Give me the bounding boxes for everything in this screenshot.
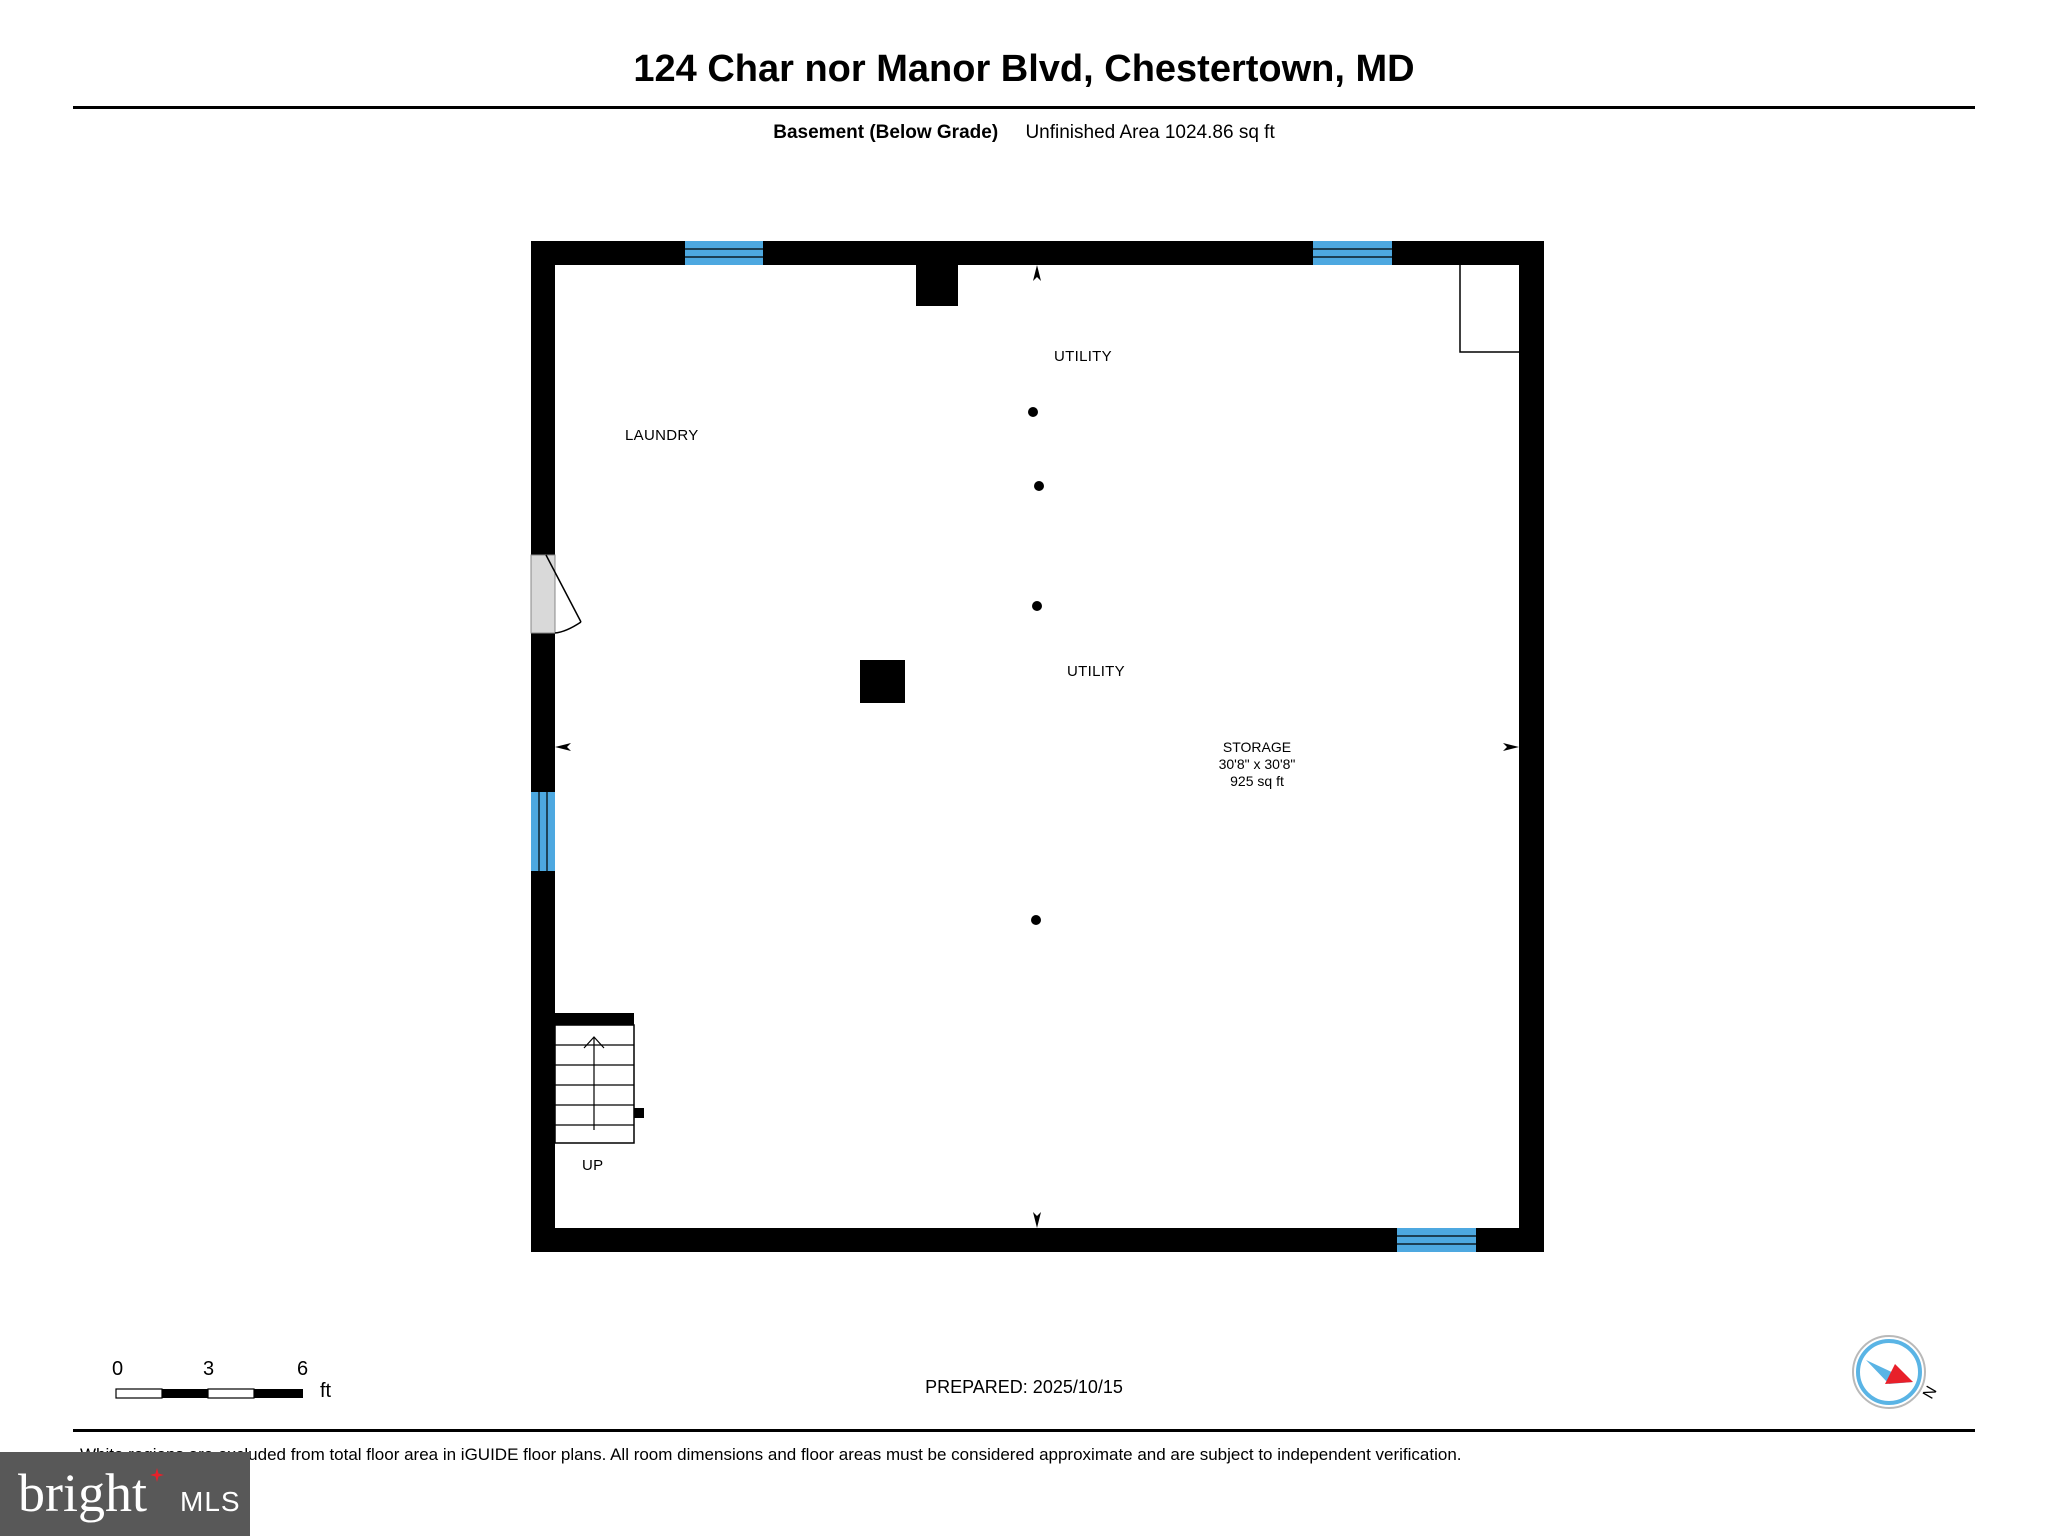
arrow-down — [1033, 1212, 1041, 1228]
post — [1032, 601, 1042, 611]
wall-top — [531, 241, 1544, 265]
window-bottom-right — [1397, 1228, 1476, 1252]
header-rule — [73, 106, 1975, 109]
arrow-up — [1033, 265, 1041, 281]
scale-bar — [115, 1388, 303, 1399]
level-name: Basement (Below Grade) — [773, 122, 999, 143]
post — [1034, 481, 1044, 491]
column-block — [860, 660, 905, 703]
chimney-block — [916, 265, 958, 306]
logo-brand: bright — [18, 1463, 147, 1523]
arrow-left — [555, 743, 571, 751]
door-left — [530, 554, 582, 634]
corner-closet — [1459, 265, 1519, 353]
scale-tick-3: 3 — [203, 1358, 215, 1380]
windows — [531, 241, 1476, 1252]
window-left — [531, 792, 555, 871]
storage-area: 925 sq ft — [1230, 773, 1284, 789]
post — [1031, 915, 1041, 925]
footer-rule — [73, 1429, 1975, 1432]
wall-left — [531, 241, 555, 1252]
plan-subtitle: Basement (Below Grade) Unfinished Area 1… — [0, 122, 2048, 144]
window-top-right — [1313, 241, 1392, 265]
compass-icon — [1852, 1335, 1926, 1409]
room-label-storage: STORAGE 30'8" x 30'8" 925 sq ft — [1157, 739, 1357, 790]
prepared-text: PREPARED: 2025/10/15 — [925, 1377, 1123, 1397]
plan-title: 124 Char nor Manor Blvd, Chestertown, MD — [633, 48, 1415, 90]
exterior-walls — [531, 241, 1544, 1252]
stairs-up-arrow-icon — [583, 1036, 605, 1049]
logo-spark-icon — [150, 1468, 164, 1482]
scale-unit: ft — [320, 1380, 332, 1402]
window-top-left — [685, 241, 763, 265]
room-label-utility-top: UTILITY — [1054, 348, 1112, 365]
wall-right — [1519, 241, 1544, 1252]
logo-suffix: MLS — [180, 1486, 241, 1517]
storage-name: STORAGE — [1222, 739, 1292, 755]
dimension-arrows — [555, 265, 1519, 1228]
disclaimer-text: White regions are excluded from total fl… — [80, 1445, 1462, 1464]
prepared-date: PREPARED: 2025/10/15 — [0, 1377, 2048, 1398]
post — [1028, 407, 1038, 417]
storage-dimensions: 30'8" x 30'8" — [1218, 756, 1296, 772]
scale-tick-6: 6 — [297, 1358, 309, 1380]
room-label-utility-center: UTILITY — [1067, 663, 1125, 680]
area-summary: Unfinished Area 1024.86 sq ft — [1025, 122, 1275, 143]
support-posts — [1028, 407, 1044, 925]
stairs — [554, 1013, 644, 1144]
arrow-right — [1503, 743, 1519, 751]
stairs-label: UP — [582, 1157, 604, 1174]
wall-bottom — [531, 1228, 1544, 1252]
brightmls-logo: bright MLS — [0, 1452, 250, 1536]
room-label-laundry: LAUNDRY — [625, 427, 699, 444]
scale-tick-0: 0 — [112, 1358, 124, 1380]
